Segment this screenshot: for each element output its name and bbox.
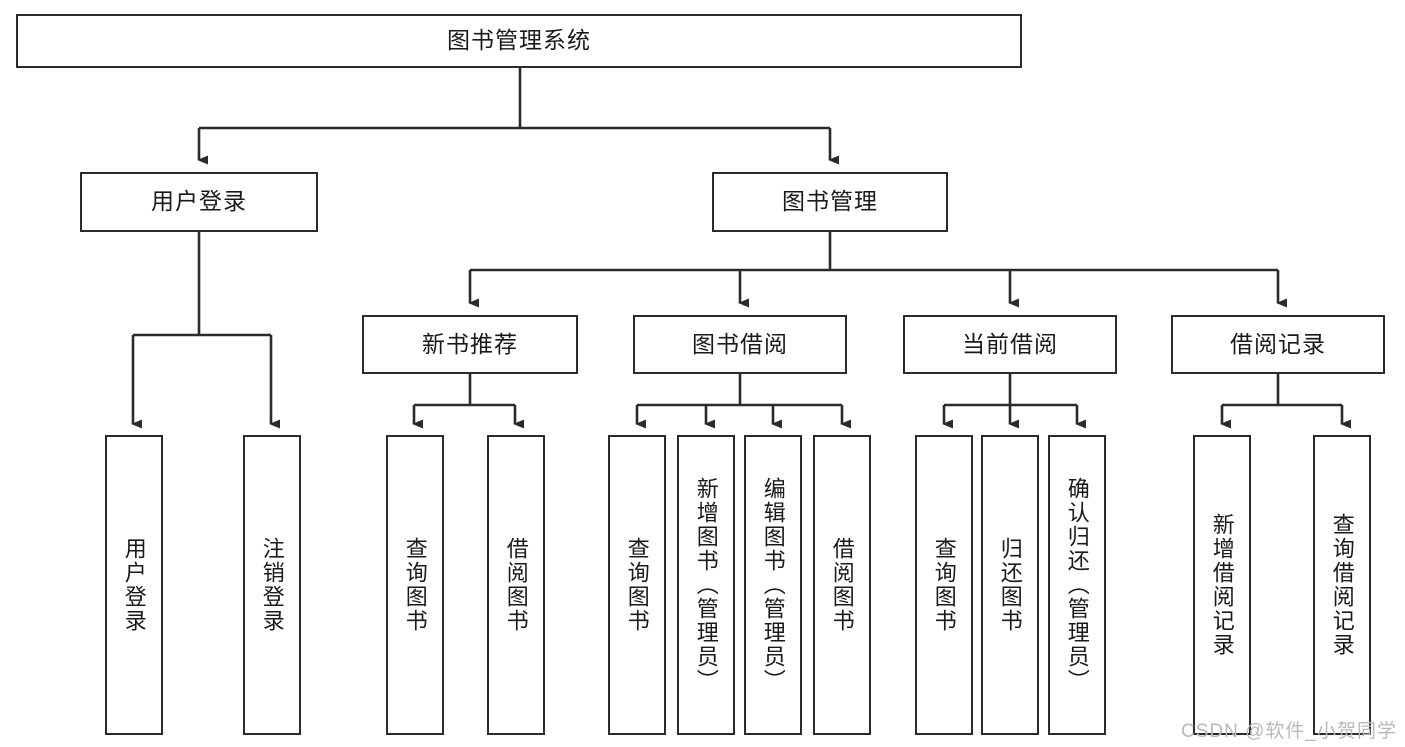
- leaf-query-record[interactable]: 查询借阅记录: [1313, 435, 1371, 735]
- leaf-logout-login[interactable]: 注销登录: [243, 435, 301, 735]
- leaf-label: 查询图书: [402, 537, 428, 633]
- node-current-borrow[interactable]: 当前借阅: [903, 315, 1117, 374]
- leaf-label: 编辑图书（管理员）: [760, 477, 786, 693]
- leaf-borrow-book-1[interactable]: 借阅图书: [487, 435, 545, 735]
- node-borrow-record[interactable]: 借阅记录: [1171, 315, 1385, 374]
- leaf-label: 确认归还（管理员）: [1064, 477, 1090, 693]
- leaf-label: 新增借阅记录: [1209, 513, 1235, 657]
- leaf-borrow-book-2[interactable]: 借阅图书: [813, 435, 871, 735]
- node-book-borrow[interactable]: 图书借阅: [633, 315, 847, 374]
- leaf-edit-book[interactable]: 编辑图书（管理员）: [744, 435, 802, 735]
- node-root-book-management-system[interactable]: 图书管理系统: [16, 14, 1022, 68]
- leaf-label: 新增图书（管理员）: [693, 477, 719, 693]
- leaf-add-record[interactable]: 新增借阅记录: [1193, 435, 1251, 735]
- leaf-label: 用户登录: [121, 537, 147, 633]
- node-new-book-recommend[interactable]: 新书推荐: [362, 315, 578, 374]
- leaf-label: 查询图书: [624, 537, 650, 633]
- leaf-label: 借阅图书: [829, 537, 855, 633]
- leaf-label: 查询图书: [931, 537, 957, 633]
- leaf-label: 归还图书: [997, 537, 1023, 633]
- watermark-text: CSDN @软件_小贺同学: [1181, 721, 1397, 742]
- leaf-query-book-1[interactable]: 查询图书: [386, 435, 444, 735]
- node-user-login[interactable]: 用户登录: [80, 172, 318, 232]
- leaf-confirm-return[interactable]: 确认归还（管理员）: [1048, 435, 1106, 735]
- leaf-return-book[interactable]: 归还图书: [981, 435, 1039, 735]
- leaf-label: 注销登录: [259, 537, 285, 633]
- leaf-label: 查询借阅记录: [1329, 513, 1355, 657]
- leaf-user-login[interactable]: 用户登录: [105, 435, 163, 735]
- leaf-query-book-2[interactable]: 查询图书: [608, 435, 666, 735]
- leaf-label: 借阅图书: [503, 537, 529, 633]
- leaf-query-book-3[interactable]: 查询图书: [915, 435, 973, 735]
- node-book-management[interactable]: 图书管理: [712, 172, 948, 232]
- leaf-add-book[interactable]: 新增图书（管理员）: [677, 435, 735, 735]
